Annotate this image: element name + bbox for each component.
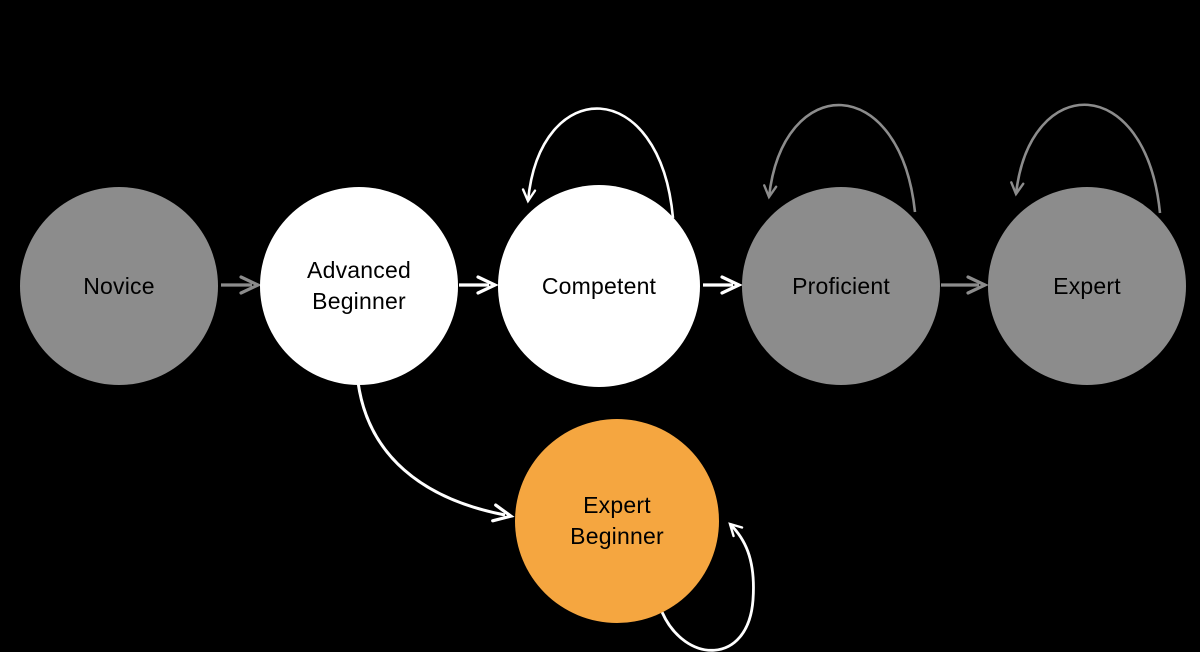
edge-advanced-beginner-to-expert-beginner [356, 381, 515, 523]
node-advanced-beginner-label: Advanced Beginner [307, 257, 411, 314]
node-expert-beginner-label: Expert Beginner [570, 492, 664, 549]
edge-proficient-self-loop [763, 103, 917, 213]
node-expert: Expert [988, 187, 1186, 385]
node-competent-label: Competent [541, 272, 657, 299]
node-competent: Competent [498, 185, 700, 387]
node-expert-beginner: Expert Beginner [515, 419, 719, 623]
node-proficient-label: Proficient [792, 272, 890, 299]
node-advanced-beginner: Advanced Beginner [260, 187, 458, 385]
node-expert-label: Expert [1053, 272, 1121, 299]
node-novice-label: Novice [83, 272, 155, 299]
node-novice: Novice [20, 187, 218, 385]
edge-expert-beginner-self-loop [660, 522, 755, 652]
node-proficient: Proficient [742, 187, 940, 385]
edge-expert-self-loop [1010, 103, 1162, 214]
edge-competent-self-loop [521, 107, 675, 219]
